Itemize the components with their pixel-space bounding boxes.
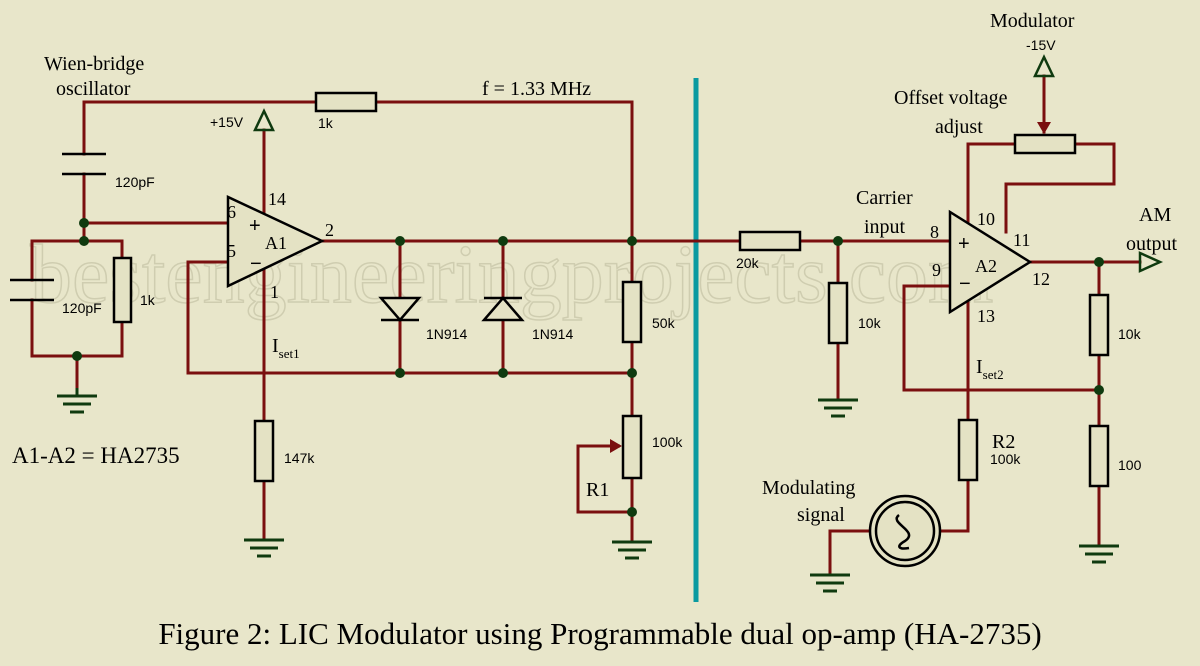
r1-name: R1 <box>586 479 609 501</box>
offset-label-line2: adjust <box>935 116 983 138</box>
capacitor-c2 <box>10 278 54 302</box>
pot-r1-wiper-arrow <box>610 439 622 453</box>
ic-note: A1-A2 = HA2735 <box>12 443 180 468</box>
resistor-10k-output <box>1088 293 1110 357</box>
a2-pin8: 8 <box>930 222 939 242</box>
r-50k-value: 50k <box>652 315 676 331</box>
potentiometer-offset <box>1013 133 1077 155</box>
a1-pin1: 1 <box>270 282 279 302</box>
r-100k-pot-value: 100k <box>652 434 683 450</box>
iset1-label: Iset1 <box>272 335 300 361</box>
carrier-label-line2: input <box>864 216 906 238</box>
a1-pin5: 5 <box>227 241 236 261</box>
d1-value: 1N914 <box>426 326 467 342</box>
a1-pin14: 14 <box>268 189 286 209</box>
a2-pin13: 13 <box>977 306 995 326</box>
resistor-wien-1k <box>314 91 378 113</box>
vneg-label: -15V <box>1026 37 1056 53</box>
r-10k-carrier-value: 10k <box>858 315 882 331</box>
r2-value: 100k <box>990 451 1021 467</box>
offset-pot-wiper-arrow <box>1037 122 1051 134</box>
left-wires <box>30 100 742 544</box>
a1-minus-sign: − <box>250 253 262 275</box>
r-100-value: 100 <box>1118 457 1142 473</box>
a2-minus-sign: − <box>959 273 971 295</box>
ground-5 <box>810 573 850 593</box>
r-20k-value: 20k <box>736 255 760 271</box>
r-feedback-value: 1k <box>140 292 156 308</box>
resistor-r2-100k <box>957 418 979 482</box>
a1-plus-sign: + <box>249 215 261 237</box>
d2-value: 1N914 <box>532 326 573 342</box>
ground-3 <box>612 540 652 560</box>
a2-pin11: 11 <box>1013 230 1030 250</box>
wien-label-line2: oscillator <box>56 78 131 100</box>
mod-signal-label-line2: signal <box>797 504 845 526</box>
modulator-label: Modulator <box>990 10 1075 32</box>
r-wien-value: 1k <box>318 115 334 131</box>
diode-d2 <box>481 296 525 322</box>
a1-pin6: 6 <box>227 202 236 222</box>
frequency-label: f = 1.33 MHz <box>482 78 591 100</box>
opamp-a2 <box>948 209 1033 315</box>
a1-pin2: 2 <box>325 220 334 240</box>
ground-6 <box>1079 544 1119 564</box>
r-10k-output-value: 10k <box>1118 326 1142 342</box>
power-arrow-vpos <box>253 108 275 132</box>
opamp-a1 <box>226 195 325 288</box>
right-wires <box>798 74 1142 577</box>
wien-label-line1: Wien-bridge <box>44 53 144 75</box>
resistor-20k <box>738 230 802 252</box>
vpos-label: +15V <box>210 114 244 130</box>
potentiometer-r1-100k <box>621 414 643 480</box>
c2-value: 120pF <box>62 300 102 316</box>
power-arrow-vneg <box>1033 54 1055 78</box>
a2-plus-sign: + <box>958 233 970 255</box>
figure-caption: Figure 2: LIC Modulator using Programmab… <box>158 616 1041 651</box>
a2-name: A2 <box>975 256 997 276</box>
a2-pin9: 9 <box>932 260 941 280</box>
capacitor-c1 <box>62 152 106 176</box>
carrier-label-line1: Carrier <box>856 187 913 209</box>
diode-d1 <box>378 296 422 322</box>
a2-pin12: 12 <box>1032 269 1050 289</box>
c1-value: 120pF <box>115 174 155 190</box>
ground-1 <box>57 388 97 414</box>
resistor-10k-carrier <box>827 281 849 345</box>
ground-4 <box>818 398 858 418</box>
resistor-147k <box>253 419 275 483</box>
r2-name: R2 <box>992 431 1015 453</box>
output-terminal-arrow <box>1138 251 1164 273</box>
am-label-line2: output <box>1126 233 1178 255</box>
resistor-100 <box>1088 424 1110 488</box>
junction-dots <box>72 218 1104 517</box>
resistor-feedback-1k <box>112 256 133 324</box>
a1-name: A1 <box>265 233 287 253</box>
am-label-line1: AM <box>1139 204 1171 226</box>
ground-2 <box>244 538 284 558</box>
a2-pin10: 10 <box>977 209 995 229</box>
ac-signal-source <box>868 494 942 568</box>
iset2-label: Iset2 <box>976 356 1004 382</box>
offset-label-line1: Offset voltage <box>894 87 1008 109</box>
resistor-50k <box>621 280 643 344</box>
r-147k-value: 147k <box>284 450 315 466</box>
mod-signal-label-line1: Modulating <box>762 477 855 499</box>
